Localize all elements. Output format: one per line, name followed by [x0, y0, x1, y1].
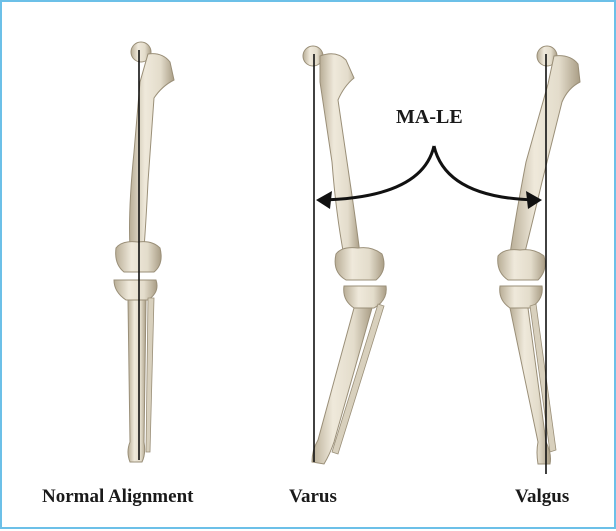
ma-le-label: MA-LE — [396, 106, 463, 129]
ma-le-arrowhead-left — [316, 191, 332, 209]
varus-leg-skeleton — [303, 46, 386, 464]
caption-normal-alignment: Normal Alignment — [42, 486, 193, 508]
caption-valgus: Valgus — [515, 486, 569, 508]
valgus-leg-skeleton — [498, 46, 580, 464]
normal-leg-skeleton — [114, 42, 174, 462]
caption-varus: Varus — [289, 486, 337, 508]
